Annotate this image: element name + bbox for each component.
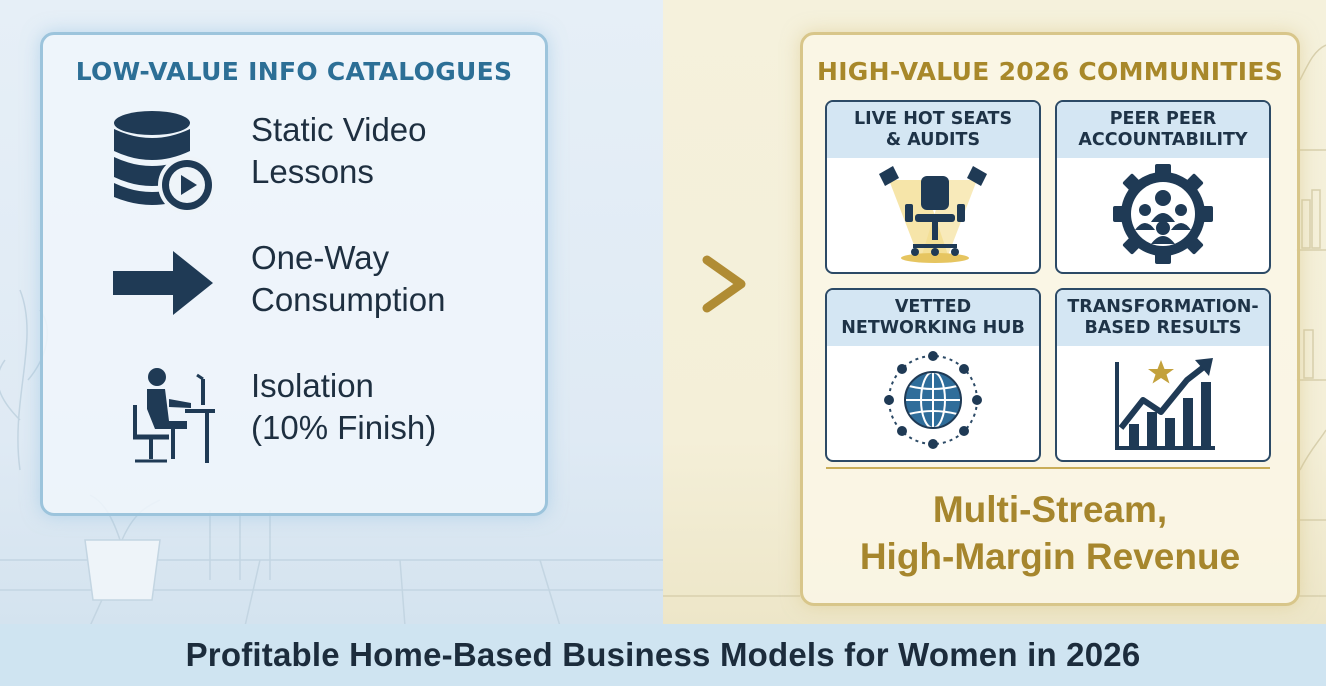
revenue-headline: Multi-Stream, High-Margin Revenue [859, 489, 1241, 577]
left-item-isolation: Isolation (10% Finish) [43, 365, 545, 475]
left-item-label: Static Video Lessons [251, 111, 427, 190]
gold-divider [826, 467, 1270, 469]
video-database-icon [114, 111, 216, 214]
low-value-title: LOW-VALUE INFO CATALOGUES [75, 57, 513, 86]
low-value-panel: LOW-VALUE INFO CATALOGUES Static Video L… [40, 32, 548, 516]
arrow-right-icon [113, 251, 213, 315]
person-at-desk-icon [133, 368, 215, 463]
card-peer-accountability: PEER PEER ACCOUNTABILITY [1055, 100, 1271, 274]
card-title: PEER PEER ACCOUNTABILITY [1057, 102, 1269, 158]
globe-network-icon [884, 351, 982, 449]
card-title: TRANSFORMATION- BASED RESULTS [1057, 290, 1269, 346]
left-item-label: One-Way Consumption [251, 239, 446, 318]
high-value-title: HIGH-VALUE 2026 COMMUNITIES [816, 57, 1284, 86]
growth-chart-star-icon [1115, 358, 1215, 450]
card-live-hot-seats: LIVE HOT SEATS & AUDITS [825, 100, 1041, 274]
spotlight-chair-icon [879, 166, 987, 263]
card-title: VETTED NETWORKING HUB [827, 290, 1039, 346]
card-transformation-results: TRANSFORMATION- BASED RESULTS [1055, 288, 1271, 462]
left-item-one-way: One-Way Consumption [43, 237, 545, 347]
card-vetted-networking: VETTED NETWORKING HUB [825, 288, 1041, 462]
left-item-static-video: Static Video Lessons [43, 107, 545, 217]
gear-group-icon [1113, 164, 1213, 264]
footer-title: Profitable Home-Based Business Models fo… [185, 636, 1141, 673]
footer-banner: Profitable Home-Based Business Models fo… [0, 624, 1326, 686]
transition-arrow-icon [595, 255, 746, 313]
card-title: LIVE HOT SEATS & AUDITS [827, 102, 1039, 158]
left-item-label: Isolation (10% Finish) [251, 367, 437, 446]
